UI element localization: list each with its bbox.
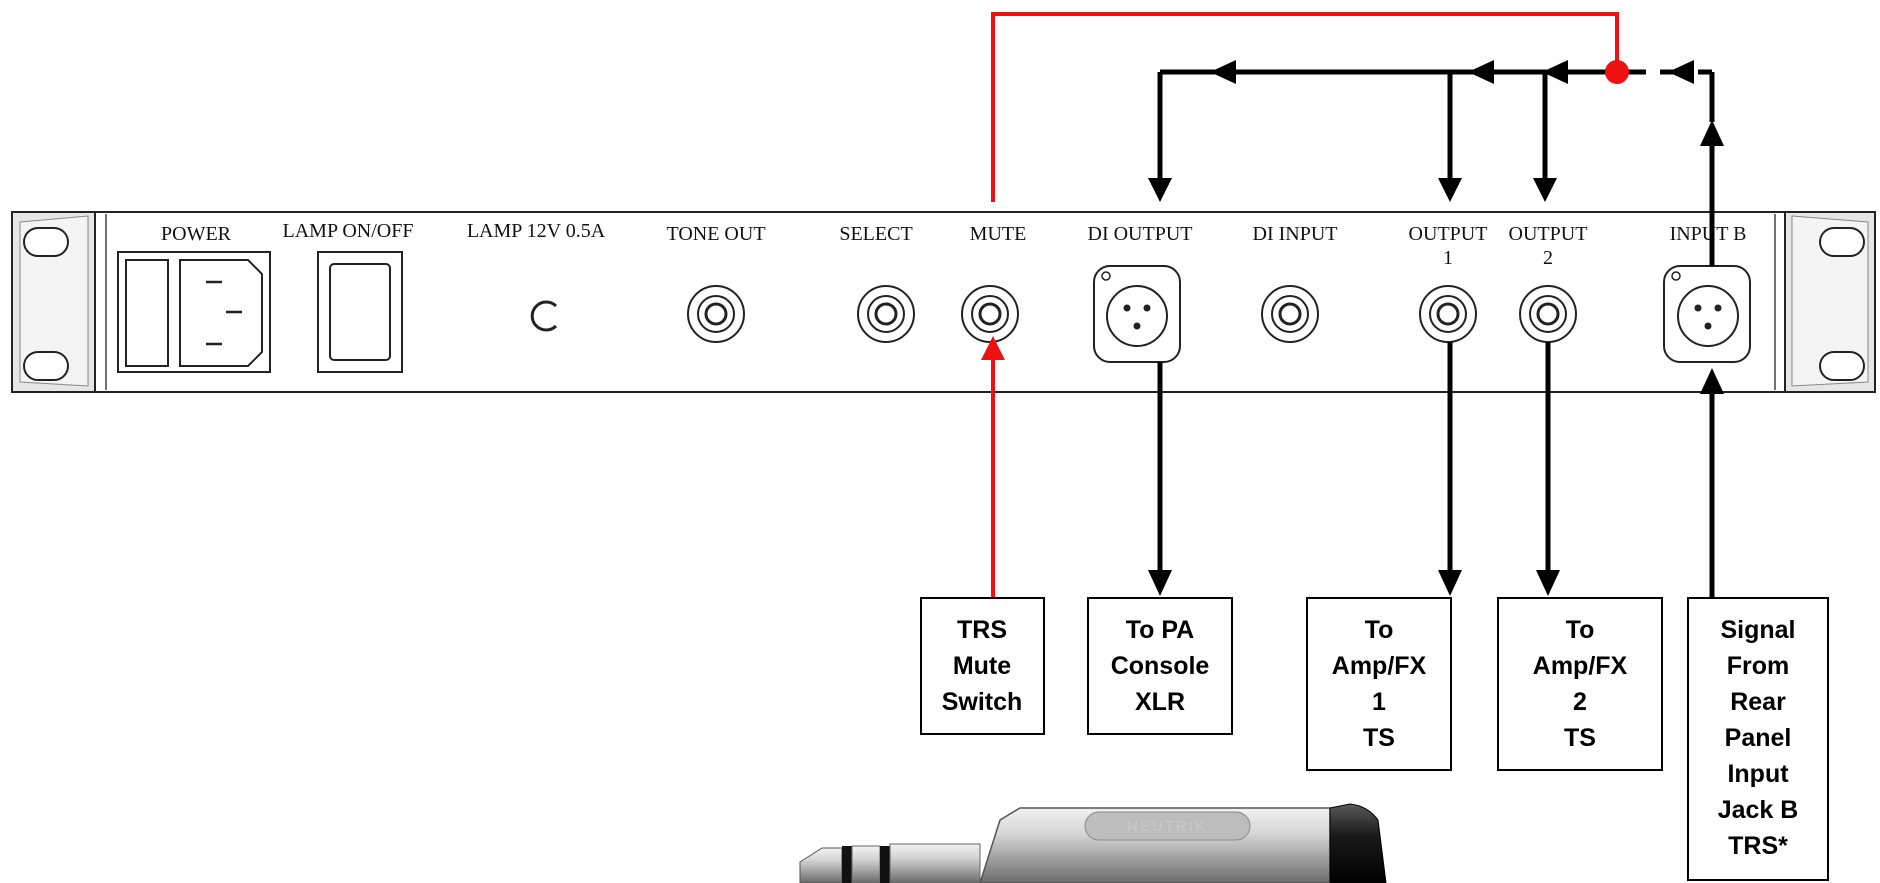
- label-di-output: DI OUTPUT: [1088, 223, 1193, 245]
- box-amp-1-line-2: Amp/FX: [1332, 652, 1427, 680]
- rack-ear-slot-bottom: [23, 351, 69, 381]
- rack-panel: POWER LAMP ON/OFF LAMP 12V 0.5A TONE OUT…: [11, 211, 1876, 393]
- jack-di-input: [1261, 285, 1319, 343]
- box-mute-switch-line-1: TRS: [957, 616, 1007, 644]
- right-rack-ear: [1784, 211, 1876, 393]
- rack-ear-slot-top: [23, 227, 69, 257]
- label-input-b: INPUT B: [1670, 223, 1747, 245]
- mute-routing: [981, 12, 1629, 598]
- arrow-up-input-b: [1700, 120, 1724, 146]
- trs-plug-image: NEUTRIK: [799, 803, 1387, 883]
- box-pa-console: To PA Console XLR: [1087, 597, 1233, 735]
- output-lines: [1157, 342, 1715, 598]
- box-mute-switch: TRS Mute Switch: [920, 597, 1045, 735]
- jack-tone-out: [687, 285, 745, 343]
- lamp-jack: [530, 300, 558, 332]
- box-pa-console-line-2: Console: [1111, 652, 1210, 680]
- iec-socket: [179, 259, 263, 367]
- mute-split-dot: [1605, 60, 1629, 84]
- label-lamp-switch: LAMP ON/OFF: [283, 220, 414, 242]
- plug-brand-text: NEUTRIK: [1127, 818, 1207, 835]
- plug-ring-insulator: [880, 846, 890, 883]
- box-mute-switch-line-2: Mute: [953, 652, 1011, 680]
- label-lamp: LAMP 12V 0.5A: [467, 220, 606, 242]
- label-tone-out: TONE OUT: [666, 223, 765, 245]
- rack-ear-slot-top: [1819, 227, 1865, 257]
- jack-output-1: [1419, 285, 1477, 343]
- plug-brand-plate: [1084, 811, 1251, 841]
- box-amp-2-line-1: To: [1566, 616, 1595, 644]
- label-output-2-number: 2: [1543, 247, 1553, 269]
- box-amp-2-line-3: 2: [1573, 688, 1587, 716]
- box-mute-switch-line-3: Switch: [942, 688, 1023, 716]
- arrow-left-1: [1210, 60, 1236, 84]
- arrow-down-output-1: [1438, 178, 1462, 202]
- arrow-up-input-b-bottom: [1700, 368, 1724, 394]
- arrow-left-4: [1668, 60, 1694, 84]
- plug-ring: [851, 845, 881, 883]
- box-amp-1-line-1: To: [1365, 616, 1394, 644]
- plug-boot: [1329, 803, 1387, 883]
- arrow-down-pa: [1148, 570, 1172, 596]
- label-mute: MUTE: [970, 223, 1027, 245]
- box-amp-2-line-2: Amp/FX: [1533, 652, 1628, 680]
- box-signal-line-7: TRS*: [1728, 832, 1788, 860]
- box-signal-line-3: Rear: [1730, 688, 1786, 716]
- label-output-1-number: 1: [1443, 247, 1453, 269]
- plug-tip: [799, 847, 843, 883]
- label-di-input: DI INPUT: [1253, 223, 1338, 245]
- jack-select: [857, 285, 915, 343]
- arrow-down-amp2: [1536, 570, 1560, 596]
- box-signal-line-6: Jack B: [1718, 796, 1799, 824]
- arrow-up-mute: [981, 336, 1005, 360]
- box-amp-2: To Amp/FX 2 TS: [1497, 597, 1663, 771]
- signal-arrowheads: [1148, 60, 1724, 202]
- xlr-di-output: [1093, 265, 1181, 363]
- jack-output-2: [1519, 285, 1577, 343]
- box-pa-console-line-3: XLR: [1135, 688, 1185, 716]
- jack-mute: [961, 285, 1019, 343]
- arrow-down-output-2: [1533, 178, 1557, 202]
- box-signal-line-1: Signal: [1720, 616, 1795, 644]
- rack-ear-slot-bottom: [1819, 351, 1865, 381]
- arrow-down-di-output: [1148, 178, 1172, 202]
- box-amp-2-line-4: TS: [1564, 724, 1596, 752]
- box-amp-1: To Amp/FX 1 TS: [1306, 597, 1452, 771]
- arrow-left-2: [1468, 60, 1494, 84]
- lamp-switch: [317, 251, 403, 373]
- arrow-down-amp1: [1438, 570, 1462, 596]
- box-signal-line-4: Panel: [1725, 724, 1792, 752]
- arrow-left-3: [1542, 60, 1568, 84]
- label-power: POWER: [161, 223, 232, 245]
- output-arrowheads: [1148, 368, 1724, 596]
- label-output-1: OUTPUT: [1409, 223, 1488, 245]
- label-output-2: OUTPUT: [1509, 223, 1588, 245]
- box-pa-console-line-1: To PA: [1126, 616, 1195, 644]
- power-inlet: [117, 251, 271, 373]
- power-switch-rocker: [125, 259, 169, 367]
- box-amp-1-line-4: TS: [1363, 724, 1395, 752]
- label-select: SELECT: [839, 223, 912, 245]
- left-rack-ear: [11, 211, 96, 393]
- box-amp-1-line-3: 1: [1372, 688, 1386, 716]
- box-signal-input: Signal From Rear Panel Input Jack B TRS*: [1687, 597, 1829, 881]
- plug-tip-insulator: [842, 846, 852, 883]
- box-signal-line-5: Input: [1727, 760, 1789, 788]
- xlr-input-b: [1663, 265, 1751, 363]
- plug-sleeve: [889, 843, 981, 883]
- box-signal-line-2: From: [1727, 652, 1790, 680]
- mute-line-top: [991, 12, 1619, 202]
